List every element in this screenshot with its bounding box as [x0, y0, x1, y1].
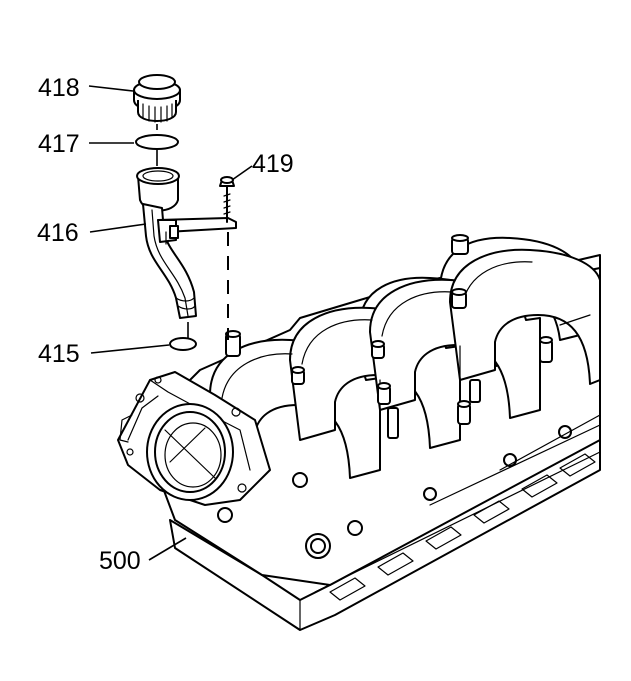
callout-500: 500: [99, 547, 141, 575]
callout-417: 417: [38, 130, 80, 158]
callout-419: 419: [252, 150, 294, 178]
intake-manifold-icon: [117, 234, 601, 631]
bolt-icon: [219, 176, 235, 223]
oil-fill-cap-icon: [133, 74, 181, 123]
callout-leader-lines: [88, 85, 253, 561]
oil-fill-tube-icon: [136, 167, 237, 319]
callout-415: 415: [38, 340, 80, 368]
callout-418: 418: [38, 74, 80, 102]
o-ring-seal-icon: [135, 134, 179, 150]
callout-416: 416: [37, 219, 79, 247]
o-ring-seal-icon: [169, 337, 197, 351]
